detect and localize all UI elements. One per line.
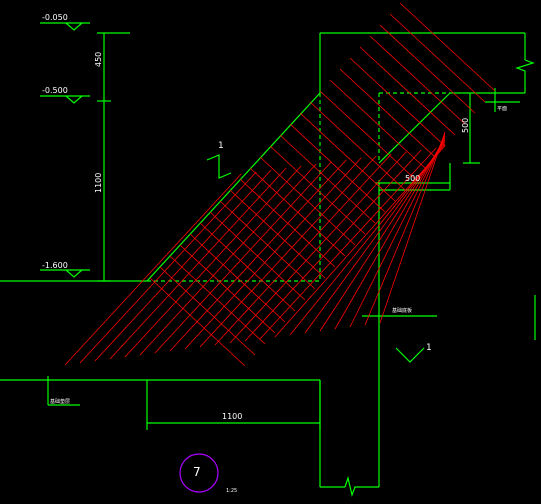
rebar-line-b-19 [339,68,436,158]
rebar-line-a-15 [289,143,446,336]
rebar-line-a-6 [154,161,332,354]
rebar-line-a-17 [319,139,446,332]
label-right-mid: 基础底板 [392,307,412,314]
section-label-1: 1 [218,141,224,151]
elevation-3: -1.600 [42,261,68,270]
rebar-line-b-14 [289,123,386,213]
rebar-line-a-5 [139,163,317,356]
dim-step-height: 500 [461,118,470,133]
right-break-symbol [515,59,535,93]
rebar-line-b-23 [379,24,476,114]
rebar-line-b-22 [369,35,466,125]
dim-bottom-width: 1100 [222,412,242,421]
elev-triangle-2 [65,95,83,104]
slope-line [146,92,321,282]
dim-lower: 1100 [94,173,103,193]
concrete-outline [0,22,536,498]
rebar-line-b-5 [199,222,296,312]
rebar-line-b-13 [279,134,376,224]
rebar-line-b-2 [169,255,266,345]
rebar-line-b-0 [149,277,246,367]
rebar-line-a-18 [334,137,446,330]
break-symbol [344,475,379,498]
rebar-line-a-14 [274,145,446,338]
rebar-line-b-17 [319,90,416,180]
rebar-line-b-4 [189,233,286,323]
rebar-line-b-11 [259,156,356,246]
rebar-line-b-10 [249,167,346,257]
section-label-2: 1 [426,343,432,353]
rebar-line-b-25 [399,2,496,92]
rebar-line-a-21 [379,131,446,324]
dim-upper: 450 [94,52,103,67]
elev-triangle-1 [65,22,83,31]
rebar-line-b-6 [209,211,306,301]
rebar-line-a-9 [199,155,377,348]
elev-triangle-3 [65,269,83,278]
rebar-line-a-0 [64,173,242,366]
rebar-line-a-11 [229,151,407,344]
rebar-line-b-24 [389,13,486,103]
rebar-line-a-7 [169,159,347,352]
rebar-line-b-8 [229,189,326,279]
step-slope [378,92,451,164]
rebar-line-b-21 [359,46,456,136]
label-left-bottom: 基础垫层 [50,398,70,405]
rebar-line-b-9 [239,178,336,268]
section-marker-1 [206,154,232,179]
rebar-line-a-4 [124,165,302,358]
labels: -0.050 -0.500 -1.600 450 1100 500 500 11… [42,13,507,494]
rebar-line-a-3 [109,167,287,360]
section-marker-2 [395,347,425,363]
detail-circle [179,453,219,493]
rebar-line-a-2 [94,169,272,362]
detail-number: 7 [193,465,201,479]
rebar-line-a-13 [259,147,437,340]
rebar-line-a-16 [304,141,446,334]
rebar-line-b-15 [299,112,396,202]
rebar-line-b-20 [349,57,446,147]
rebar-mesh [64,2,496,367]
rebar-line-a-1 [79,171,257,364]
rebar-line-b-18 [329,79,426,169]
rebar-line-b-3 [179,244,276,334]
rebar-line-a-10 [214,153,392,346]
elevation-2: -0.500 [42,86,68,95]
elevation-1: -0.050 [42,13,68,22]
scale-label: 1:25 [226,488,237,494]
label-right-top: 平面 [497,106,507,112]
rebar-line-b-16 [309,101,406,191]
rebar-line-b-12 [269,145,366,235]
rebar-line-b-1 [159,266,256,356]
dim-step-width: 500 [405,174,420,183]
rebar-line-a-20 [364,133,446,326]
rebar-line-b-7 [219,200,316,290]
rebar-line-a-19 [349,135,446,328]
